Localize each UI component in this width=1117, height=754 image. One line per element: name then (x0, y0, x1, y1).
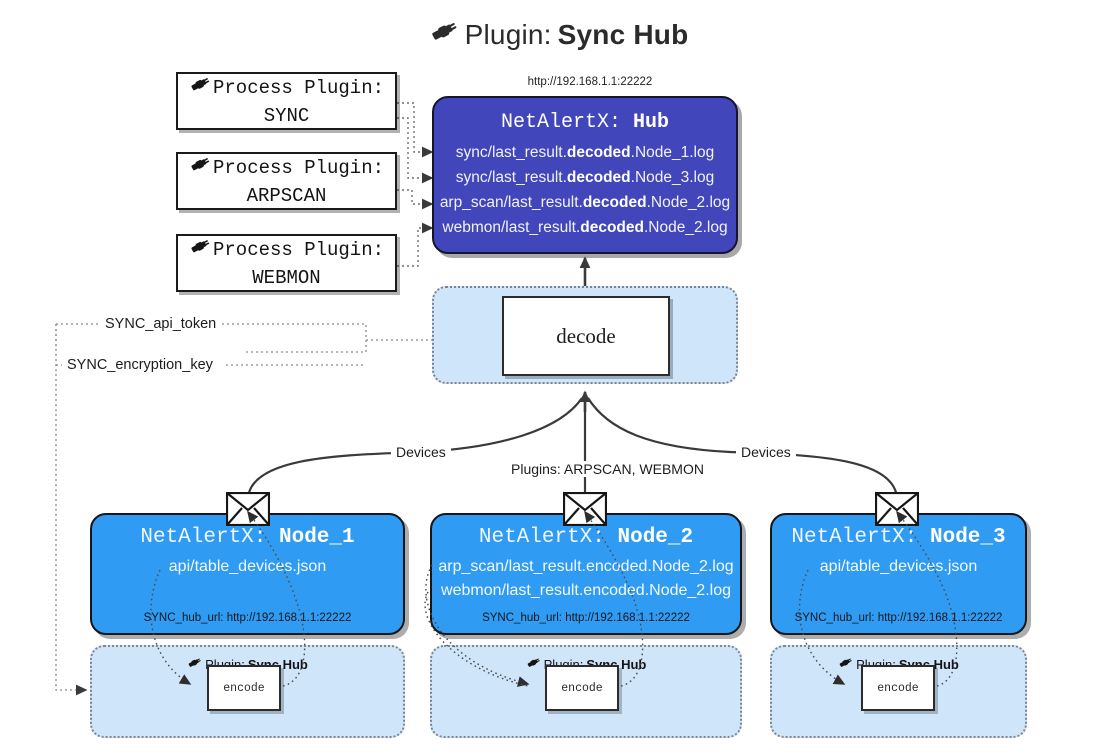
hub-title-name: Hub (633, 111, 670, 134)
hub-line-post: .Node_3.log (630, 169, 715, 186)
node-line-list: arp_scan/last_result.encoded.Node_2.log … (432, 558, 740, 600)
node-hub-url-value: http://192.168.1.1:22222 (877, 612, 1003, 624)
plug-icon (189, 235, 211, 265)
hub-line-post: .Node_1.log (630, 144, 715, 161)
envelope-icon (225, 491, 271, 531)
hub-line-em: decoded (566, 169, 631, 186)
hub-line-pre: webmon/last_result. (442, 219, 581, 236)
decode-box[interactable]: decode (502, 296, 670, 376)
node-title-name: Node_3 (930, 526, 1006, 549)
hub-line-em: decoded (580, 219, 644, 236)
page-title-prefix: Plugin: (464, 18, 552, 50)
page-title: Plugin: Sync Hub (0, 16, 1117, 53)
node-line: api/table_devices.json (819, 558, 978, 575)
hub-line-em: decoded (566, 144, 631, 161)
node-hub-url: SYNC_hub_url: http://192.168.1.1:22222 (772, 612, 1025, 624)
hub-line: webmon/last_result.decoded.Node_2.log (434, 219, 736, 237)
node-hub-url: SYNC_hub_url: http://192.168.1.1:22222 (432, 612, 740, 624)
node-title-prefix: NetAlertX: (478, 526, 605, 549)
hub-box[interactable]: NetAlertX: Hub sync/last_result.decoded.… (432, 96, 738, 254)
node-title-prefix: NetAlertX: (791, 526, 918, 549)
process-plugin-label: Process Plugin: (212, 238, 385, 261)
node-box-node-2[interactable]: NetAlertX: Node_2 arp_scan/last_result.e… (430, 513, 742, 635)
hub-line-post: .Node_2.log (646, 194, 731, 211)
node-hub-url-value: http://192.168.1.1:22222 (226, 612, 352, 624)
sync-encryption-key-label: SYNC_encryption_key (62, 357, 218, 373)
node-hub-url-label: SYNC_hub_url: (143, 612, 224, 624)
edge-label-devices-left: Devices (391, 444, 451, 460)
encode-box-node-1[interactable]: encode (207, 665, 281, 711)
hub-line: arp_scan/last_result.decoded.Node_2.log (434, 194, 736, 212)
node-line: webmon/last_result.encoded.Node_2.log (441, 582, 731, 599)
sync-api-token-label: SYNC_api_token (100, 316, 222, 332)
node-line-list: api/table_devices.json (92, 558, 403, 576)
process-plugin-name: WEBMON (252, 267, 321, 289)
envelope-icon (874, 491, 920, 531)
plug-icon (189, 153, 211, 183)
node-box-node-3[interactable]: NetAlertX: Node_3 api/table_devices.json… (770, 513, 1027, 635)
plug-icon (838, 655, 853, 673)
node-line: arp_scan/last_result.encoded.Node_2.log (438, 558, 734, 575)
process-plugin-sync[interactable]: Process Plugin: SYNC (176, 72, 397, 130)
encode-box-node-2[interactable]: encode (545, 665, 619, 711)
envelope-icon (562, 491, 608, 531)
node-title-prefix: NetAlertX: (140, 526, 267, 549)
process-plugin-name: SYNC (263, 105, 310, 127)
hub-line-post: .Node_2.log (643, 219, 728, 236)
page-title-name: Sync Hub (557, 18, 689, 50)
hub-url-label: http://192.168.1.1:22222 (527, 76, 653, 88)
plug-icon (187, 655, 202, 673)
node-title-name: Node_1 (279, 526, 355, 549)
node-hub-url-value: http://192.168.1.1:22222 (565, 612, 690, 624)
plug-icon (189, 73, 211, 103)
process-plugin-label: Process Plugin: (212, 76, 385, 99)
edge-label-devices-right: Devices (736, 444, 796, 460)
process-plugin-name: ARPSCAN (246, 185, 327, 207)
plug-icon (429, 16, 459, 53)
node-hub-url: SYNC_hub_url: http://192.168.1.1:22222 (92, 612, 403, 624)
hub-title-prefix: NetAlertX: (500, 111, 621, 134)
node-line-list: api/table_devices.json (772, 558, 1025, 576)
edge-label-plugins: Plugins: ARPSCAN, WEBMON (506, 461, 709, 477)
hub-title: NetAlertX: Hub (434, 111, 736, 134)
hub-line-pre: arp_scan/last_result. (439, 194, 583, 211)
node-line: api/table_devices.json (168, 558, 327, 575)
process-plugin-arpscan[interactable]: Process Plugin: ARPSCAN (176, 152, 397, 210)
process-plugin-label: Process Plugin: (212, 156, 385, 179)
hub-line-list: sync/last_result.decoded.Node_1.log sync… (434, 144, 736, 237)
node-title-name: Node_2 (617, 526, 694, 549)
hub-line-pre: sync/last_result. (455, 169, 567, 186)
process-plugin-webmon[interactable]: Process Plugin: WEBMON (176, 234, 397, 292)
hub-line: sync/last_result.decoded.Node_3.log (434, 169, 736, 187)
hub-line: sync/last_result.decoded.Node_1.log (434, 144, 736, 162)
plug-icon (526, 655, 541, 673)
node-hub-url-label: SYNC_hub_url: (482, 612, 562, 624)
encode-box-node-3[interactable]: encode (861, 665, 935, 711)
node-hub-url-label: SYNC_hub_url: (794, 612, 875, 624)
hub-line-em: decoded (582, 194, 647, 211)
hub-line-pre: sync/last_result. (455, 144, 567, 161)
node-box-node-1[interactable]: NetAlertX: Node_1 api/table_devices.json… (90, 513, 405, 635)
